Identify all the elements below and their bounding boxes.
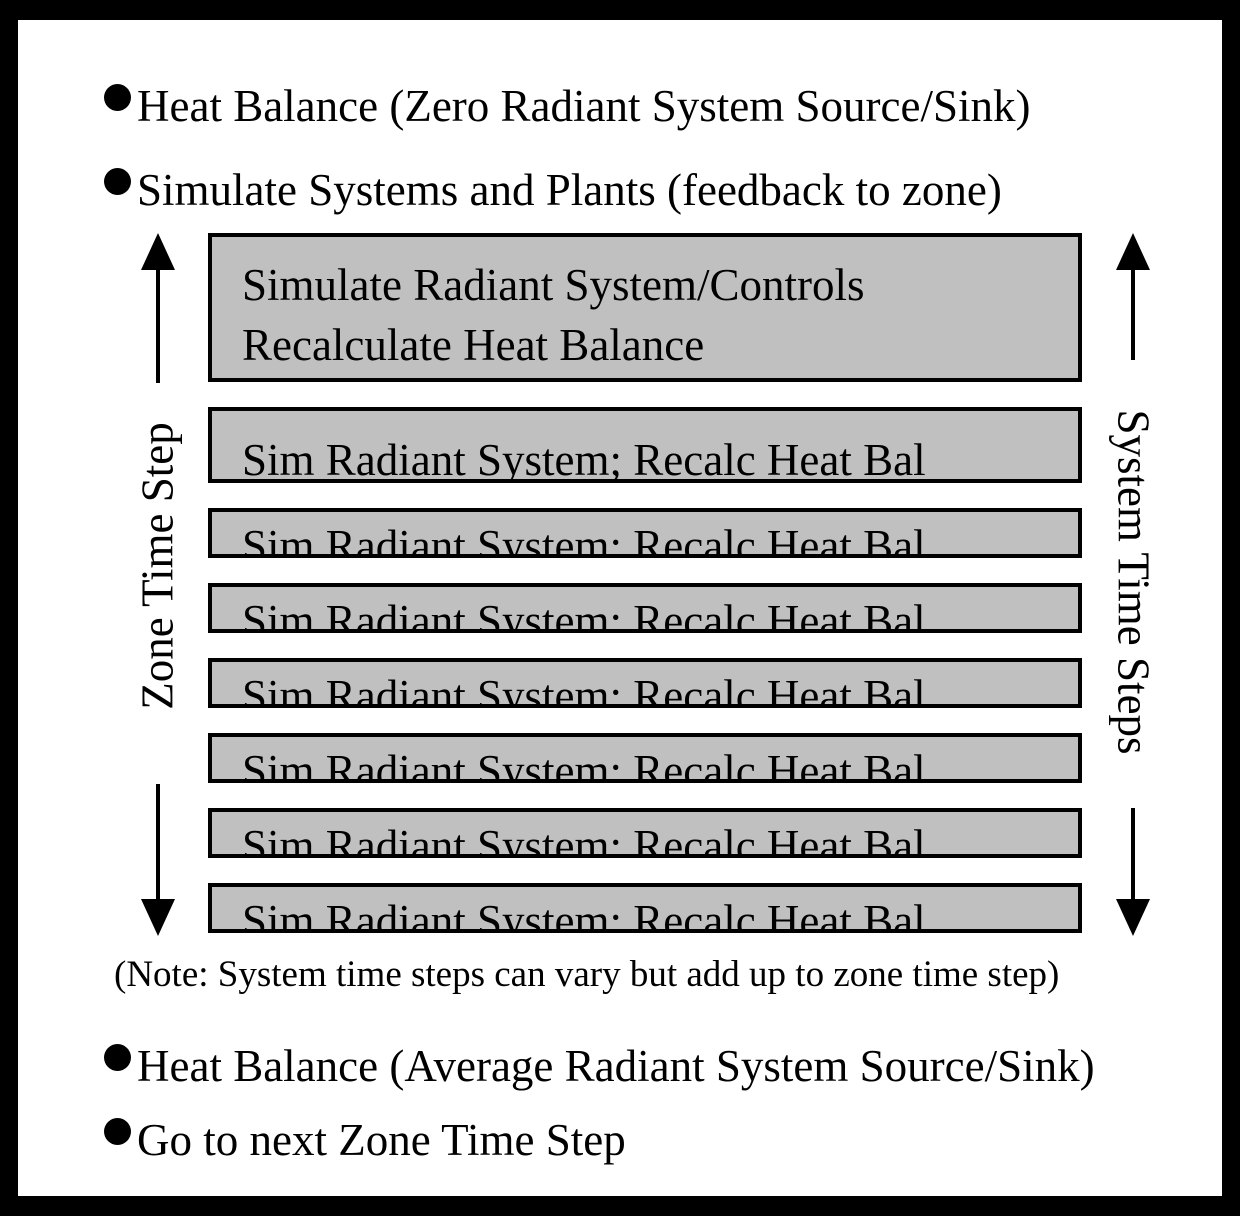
system-step-label: Sim Radiant System; Recalc Heat Bal [242,671,926,708]
system-step-label: Sim Radiant System; Recalc Heat Bal [242,596,926,633]
note-text: (Note: System time steps can vary but ad… [114,954,1060,995]
system-step-label: Sim Radiant System; Recalc Heat Bal [242,821,926,858]
system-up-arrow-icon [1116,233,1150,360]
system-step-label: Sim Radiant System; Recalc Heat Bal [242,435,926,483]
bullet-text: Heat Balance (Average Radiant System Sou… [137,1040,1095,1091]
bullet-simulate-systems: Simulate Systems and Plants (feedback to… [104,162,1002,218]
system-step-label: Sim Radiant System; Recalc Heat Bal [242,896,926,933]
system-step-box: Sim Radiant System; Recalc Heat Bal [208,583,1082,633]
bullet-next-zone-step: Go to next Zone Time Step [104,1112,626,1168]
bullet-text: Heat Balance (Zero Radiant System Source… [137,80,1031,131]
bullet-dot [104,83,131,111]
system-step-box: Sim Radiant System; Recalc Heat Bal [208,508,1082,558]
bullet-heat-balance-average: Heat Balance (Average Radiant System Sou… [104,1038,1095,1094]
bullet-dot [104,167,131,195]
zone-up-arrow-icon [141,233,175,383]
system-step-label: Sim Radiant System; Recalc Heat Bal [242,746,926,783]
zone-down-arrow-icon [141,784,175,936]
system-time-steps-label: System Time Steps [1108,409,1159,755]
system-step-box: Sim Radiant System; Recalc Heat Bal [208,808,1082,858]
bullet-text: Simulate Systems and Plants (feedback to… [137,164,1002,215]
system-step-box: Sim Radiant System; Recalc Heat Bal [208,733,1082,783]
system-down-arrow-icon [1116,808,1150,936]
bullet-dot [104,1043,131,1071]
system-step-label: Sim Radiant System; Recalc Heat Bal [242,521,926,558]
zone-time-step-label: Zone Time Step [132,422,183,710]
system-step-box: Sim Radiant System; Recalc Heat Bal [208,407,1082,483]
main-box-line-2: Recalculate Heat Balance [242,320,705,370]
radiant-system-main-box: Simulate Radiant System/Controls Recalcu… [208,233,1082,382]
main-box-line-1: Simulate Radiant System/Controls [242,260,865,310]
system-step-box: Sim Radiant System; Recalc Heat Bal [208,658,1082,708]
bullet-dot [104,1117,131,1145]
system-step-box: Sim Radiant System; Recalc Heat Bal [208,883,1082,933]
bullet-text: Go to next Zone Time Step [137,1114,626,1165]
bullet-heat-balance-zero: Heat Balance (Zero Radiant System Source… [104,78,1031,134]
